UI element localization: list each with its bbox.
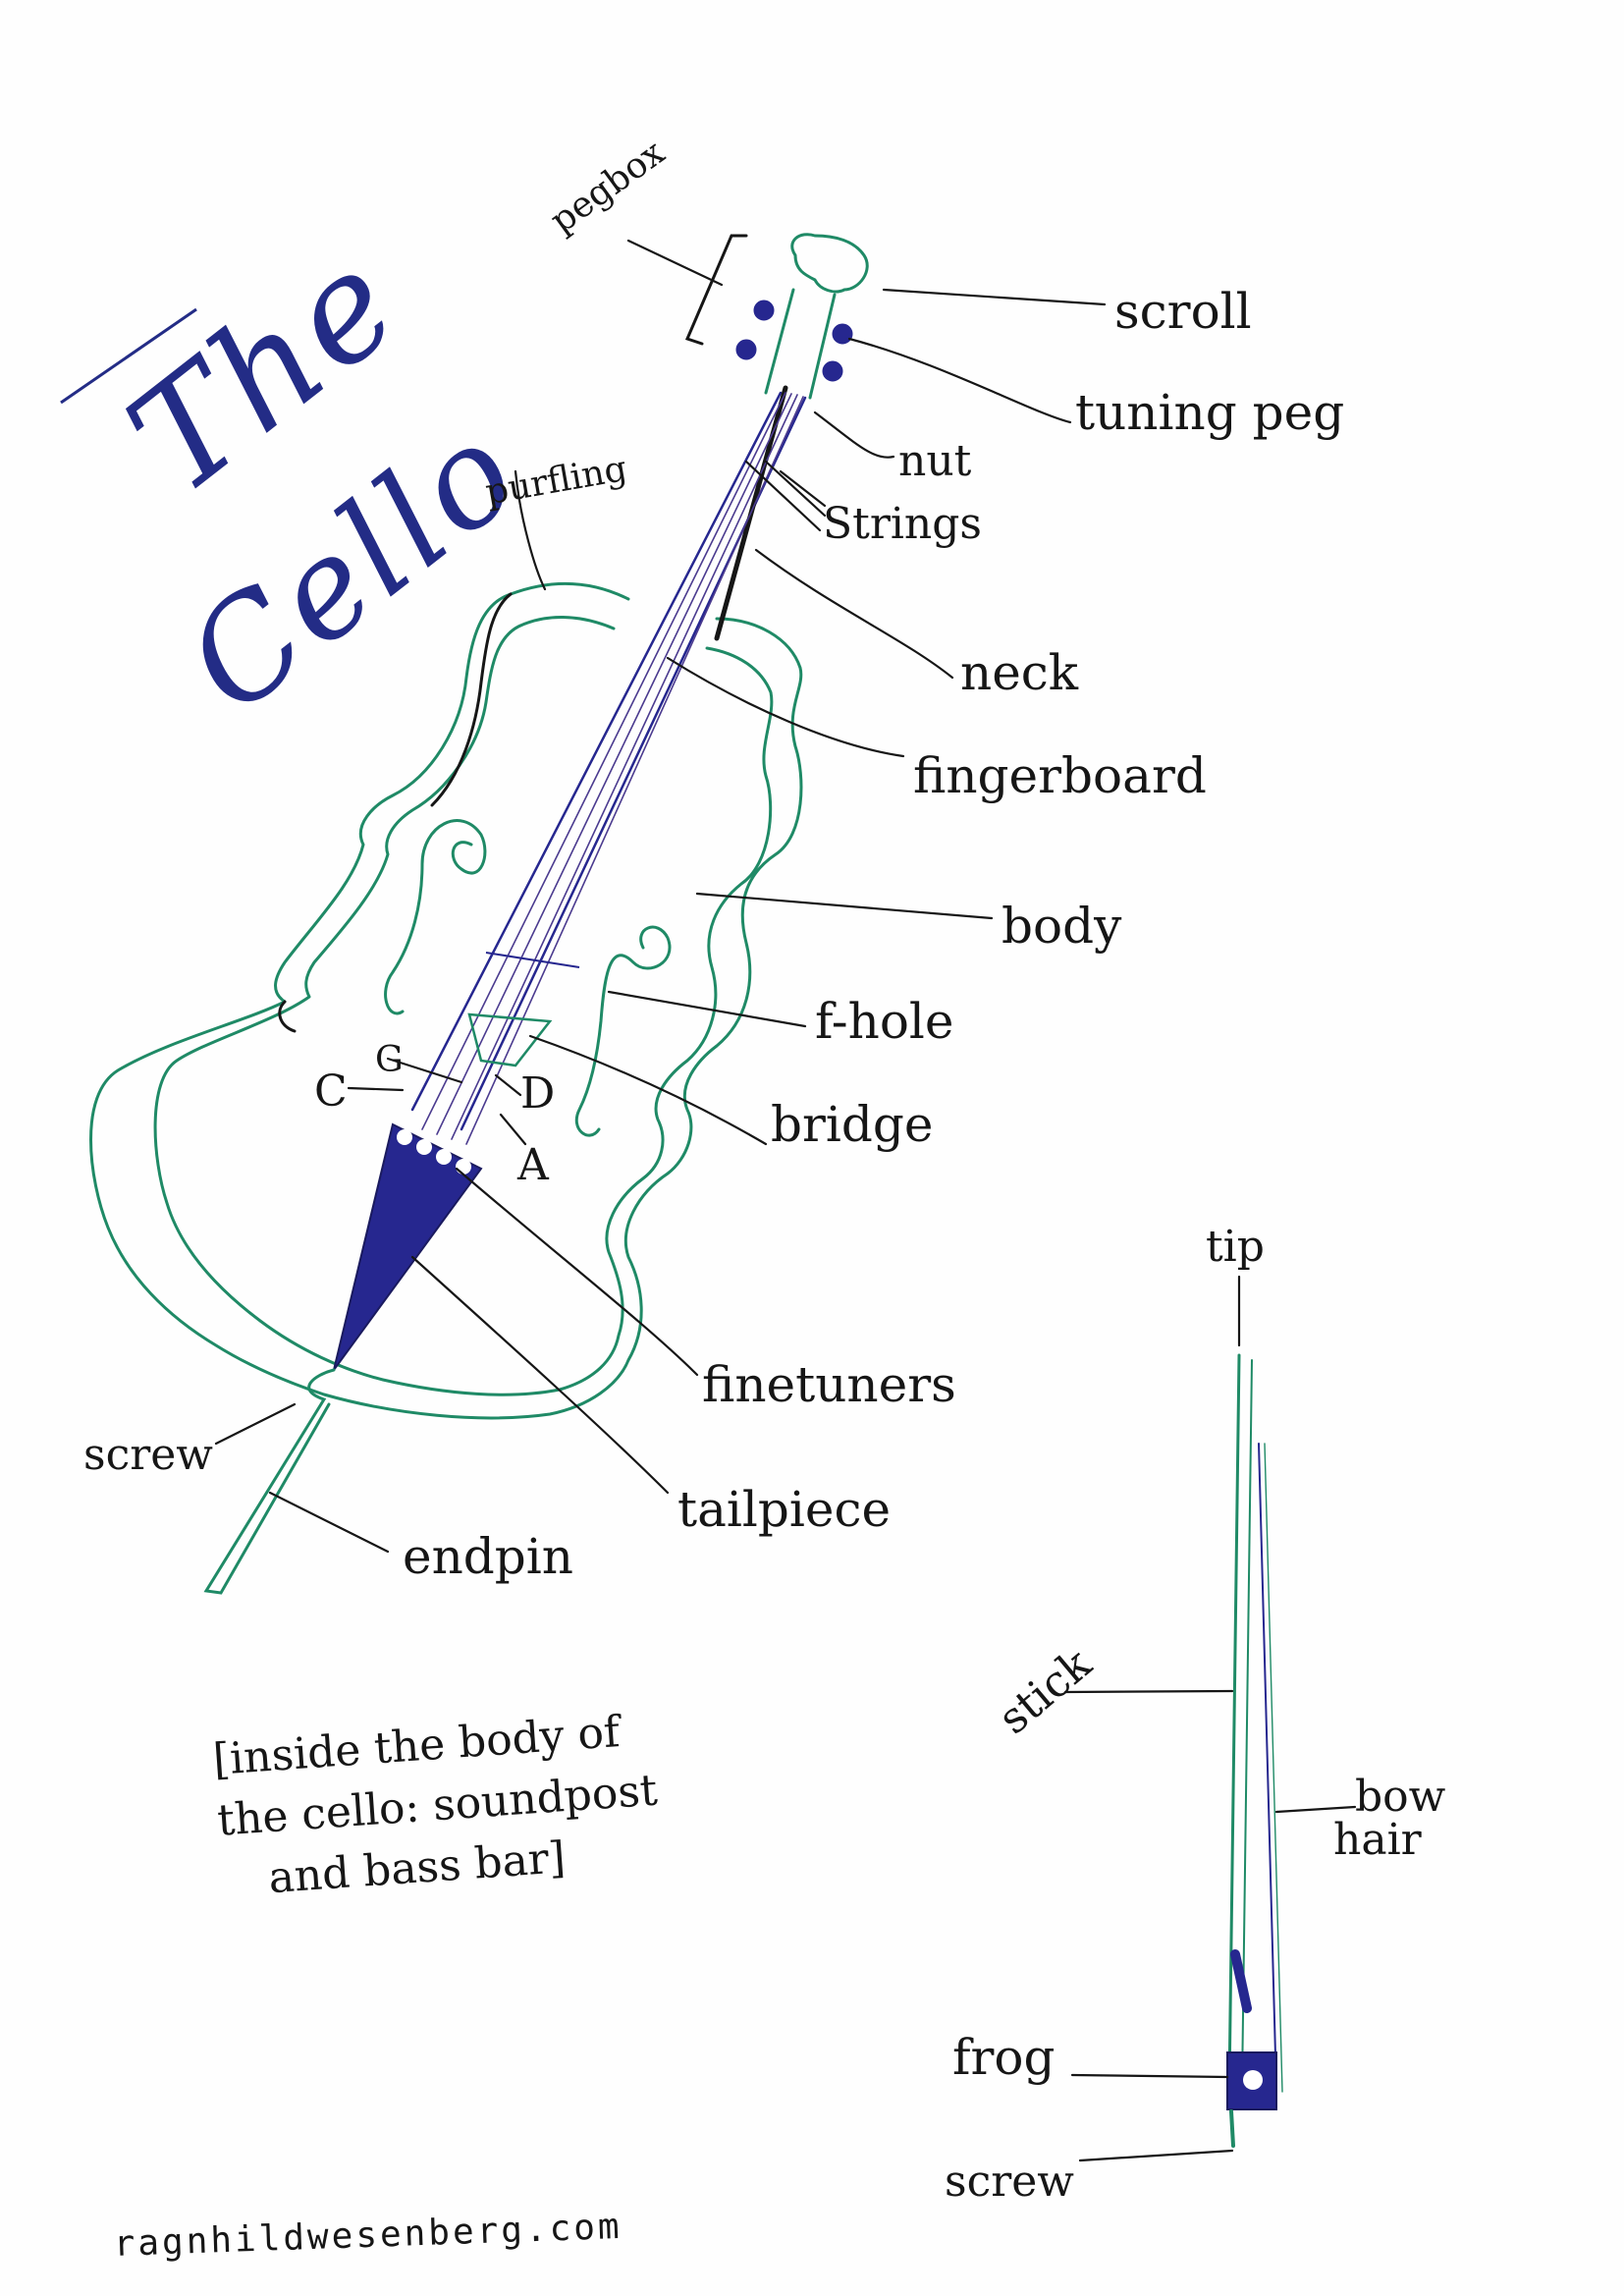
label-neck: neck [960,644,1079,701]
tuning-pegs [735,300,853,382]
string-3 [451,394,798,1140]
leader-endpin [268,1491,390,1554]
f-hole-left [384,819,487,1015]
leader-f-hole [607,990,807,1028]
label-string-c: C [314,1066,348,1117]
leader-fingerboard [666,656,905,758]
label-screw: screw [83,1430,213,1480]
tuning-peg-3 [832,323,853,345]
leader-tuning-peg [847,337,1072,424]
leader-bow-screw [1078,2149,1234,2162]
leader-strings-1 [744,460,822,532]
label-scroll: scroll [1114,283,1252,340]
inside-body-note: [inside the body of the cello: soundpost… [211,1700,664,1913]
bow-hair-back [1264,1443,1283,2093]
finetuner-4 [456,1159,471,1175]
label-frog: frog [952,2029,1056,2086]
label-string-d: D [520,1068,556,1119]
leader-bridge [528,1034,768,1146]
label-f-hole: f-hole [815,993,954,1050]
pegbox-side-right [808,293,837,400]
leader-tailpiece [410,1255,670,1495]
label-fingerboard: fingerboard [913,747,1207,804]
leader-frog [1070,2073,1229,2079]
leader-pegbox [626,239,724,287]
label-strings: Strings [823,499,983,549]
label-tip: tip [1206,1222,1265,1272]
leader-strings-2 [764,460,827,518]
pegbox-bracket [684,234,748,346]
pegbox-side-left [764,288,795,395]
leader-purfling [514,469,547,591]
label-body: body [1001,898,1122,955]
tailpiece-shape [333,1122,483,1371]
leader-lines [214,239,1107,1554]
label-string-g: G [375,1040,404,1080]
leader-string-c [347,1086,405,1092]
bow-drawing [1063,1275,1357,2162]
leader-screw [214,1402,297,1446]
label-finetuners: finetuners [702,1356,956,1413]
label-hair: hair [1333,1815,1422,1865]
bow-screw [1229,2109,1235,2148]
body-purfling [153,616,774,1396]
bridge-shape [467,952,580,1067]
leader-scroll [882,288,1107,306]
bow-hair [1258,1443,1277,2093]
label-nut: nut [898,436,972,486]
label-bow: bow [1355,1772,1446,1822]
leader-finetuners [455,1167,699,1377]
string-1 [421,392,786,1130]
fingerboard-edge-left [410,391,783,1112]
leader-string-a [499,1113,527,1146]
leader-bow-hair [1274,1805,1357,1814]
leader-nut [813,410,895,459]
label-bridge: bridge [771,1096,934,1153]
label-endpin: endpin [403,1528,573,1585]
f-hole-right [574,925,672,1137]
bow-grip [1230,1949,1252,2013]
body-c-bout-upper [430,592,513,807]
finetuner-1 [397,1129,412,1145]
bow-stick-back [1241,1359,1253,2088]
bow-stick [1227,1353,1241,2089]
string-2 [436,393,792,1135]
leader-neck [754,548,954,680]
label-bow-screw: screw [945,2157,1074,2207]
leader-body [695,892,994,920]
cello-body [89,581,803,1420]
finetuner-3 [436,1149,452,1165]
label-tailpiece: tailpiece [677,1481,892,1538]
scroll-outline [790,233,869,294]
label-string-a: A [517,1140,549,1190]
leader-string-g [386,1057,463,1084]
label-tuning-peg: tuning peg [1075,384,1345,441]
finetuner-2 [416,1139,432,1155]
leader-strings-3 [779,469,827,508]
tuning-peg-2 [735,339,757,360]
frog-eye [1243,2070,1263,2090]
title-stroke [60,307,197,405]
leader-stick [1063,1689,1234,1694]
endpin-shape [203,1368,336,1595]
leader-string-d [494,1073,522,1097]
body-c-bout-lower [278,1000,297,1033]
body-outer-edge [89,581,803,1420]
pegbox-and-scroll [684,233,869,400]
tuning-peg-4 [822,360,843,382]
tuning-peg-1 [753,300,775,321]
